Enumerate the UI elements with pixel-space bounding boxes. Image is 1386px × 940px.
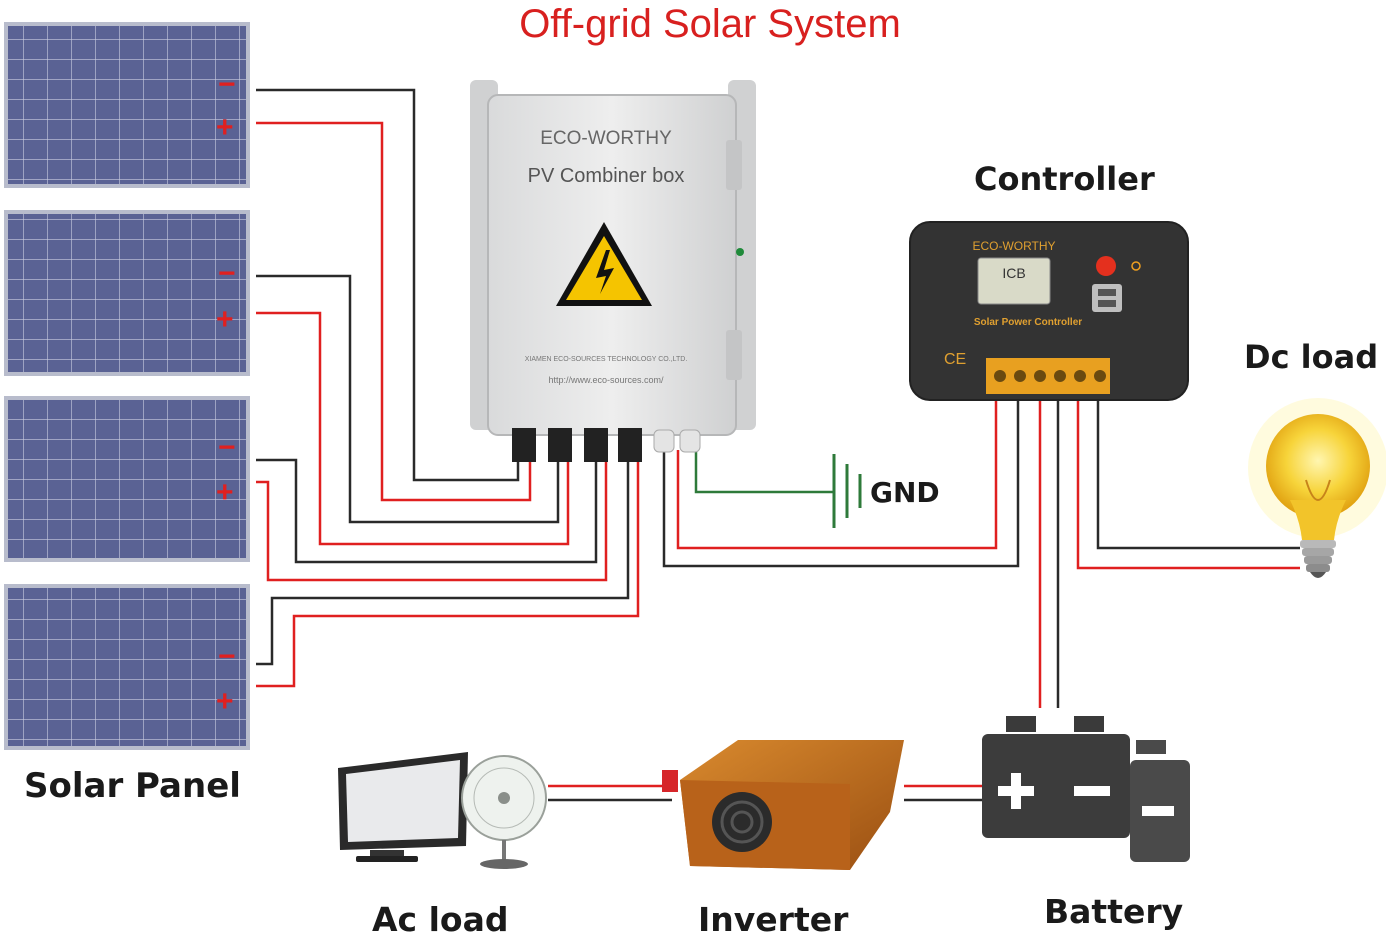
controller-button xyxy=(1096,256,1116,276)
wire-dcload-positive xyxy=(1076,400,1300,570)
charge-controller xyxy=(909,221,1189,401)
panel-1-plus-sign: + xyxy=(216,111,234,144)
controller-wires xyxy=(1038,400,1300,708)
panel-4-minus-sign: − xyxy=(218,640,236,673)
panel-wires xyxy=(256,88,640,688)
combiner-output-wires xyxy=(662,400,1020,568)
power-icon xyxy=(1131,261,1141,271)
wire-panel-3-positive xyxy=(256,462,608,582)
panel-4-plus-sign: + xyxy=(216,685,234,718)
combiner-url: http://www.eco-sources.com/ xyxy=(548,375,664,385)
monitor-icon xyxy=(338,752,468,862)
panel-2-minus-sign: − xyxy=(218,257,236,290)
dc-load-label: Dc load xyxy=(1244,338,1379,376)
wire-panel-1-positive xyxy=(256,121,532,502)
light-bulb-icon xyxy=(1248,398,1386,578)
controller-ce-mark: CE xyxy=(944,351,966,368)
panel-3-plus-sign: + xyxy=(216,476,234,509)
fan-icon xyxy=(461,755,547,869)
usb-ports-icon xyxy=(1092,284,1122,312)
panel-2-plus-sign: + xyxy=(216,303,234,336)
combiner-box xyxy=(470,80,756,462)
solar-panel-label: Solar Panel xyxy=(24,766,241,806)
lightning-bolt-icon xyxy=(596,250,614,294)
diagram-title: Off-grid Solar System xyxy=(519,2,901,46)
inverter-wires xyxy=(548,784,982,802)
inverter-label: Inverter xyxy=(698,900,849,939)
wire-panel-4-positive xyxy=(256,462,640,688)
panel-3-minus-sign: − xyxy=(218,431,236,464)
wire-combiner-positive-out xyxy=(676,400,998,550)
controller-text: ECO-WORTHY ICB Solar Power Controller CE xyxy=(944,239,1082,368)
wire-panel-2-negative xyxy=(256,274,560,524)
controller-model: Solar Power Controller xyxy=(974,317,1082,328)
combiner-name: PV Combiner box xyxy=(528,165,685,187)
wire-panel-3-negative xyxy=(256,458,598,564)
wire-panel-4-negative xyxy=(256,462,630,666)
battery-icon xyxy=(982,716,1190,862)
solar-panel-1 xyxy=(4,22,250,188)
solar-panel-2 xyxy=(4,210,250,376)
wire-combiner-negative-out xyxy=(662,400,1020,568)
combiner-box-text: ECO-WORTHY PV Combiner box XIAMEN ECO-SO… xyxy=(525,128,688,385)
wire-panel-2-positive xyxy=(256,311,570,546)
wire-panel-1-negative xyxy=(256,88,520,482)
controller-label: Controller xyxy=(974,160,1155,198)
controller-display: ICB xyxy=(1002,265,1025,281)
ac-load-label: Ac load xyxy=(372,900,509,939)
wire-ground xyxy=(694,450,834,494)
ground-symbol xyxy=(832,454,862,528)
combiner-brand: ECO-WORTHY xyxy=(540,128,672,149)
battery-label: Battery xyxy=(1044,892,1184,931)
inverter-unit xyxy=(662,740,904,870)
solar-panel-4 xyxy=(4,584,250,750)
controller-brand: ECO-WORTHY xyxy=(972,239,1055,253)
solar-panel-3 xyxy=(4,396,250,562)
combiner-company: XIAMEN ECO-SOURCES TECHNOLOGY CO.,LTD. xyxy=(525,356,688,363)
panel-terminal-signs: − + − + − + − + xyxy=(216,68,236,718)
panel-1-minus-sign: − xyxy=(218,68,236,101)
wire-dcload-negative xyxy=(1096,400,1300,550)
gnd-label: GND xyxy=(870,476,940,509)
